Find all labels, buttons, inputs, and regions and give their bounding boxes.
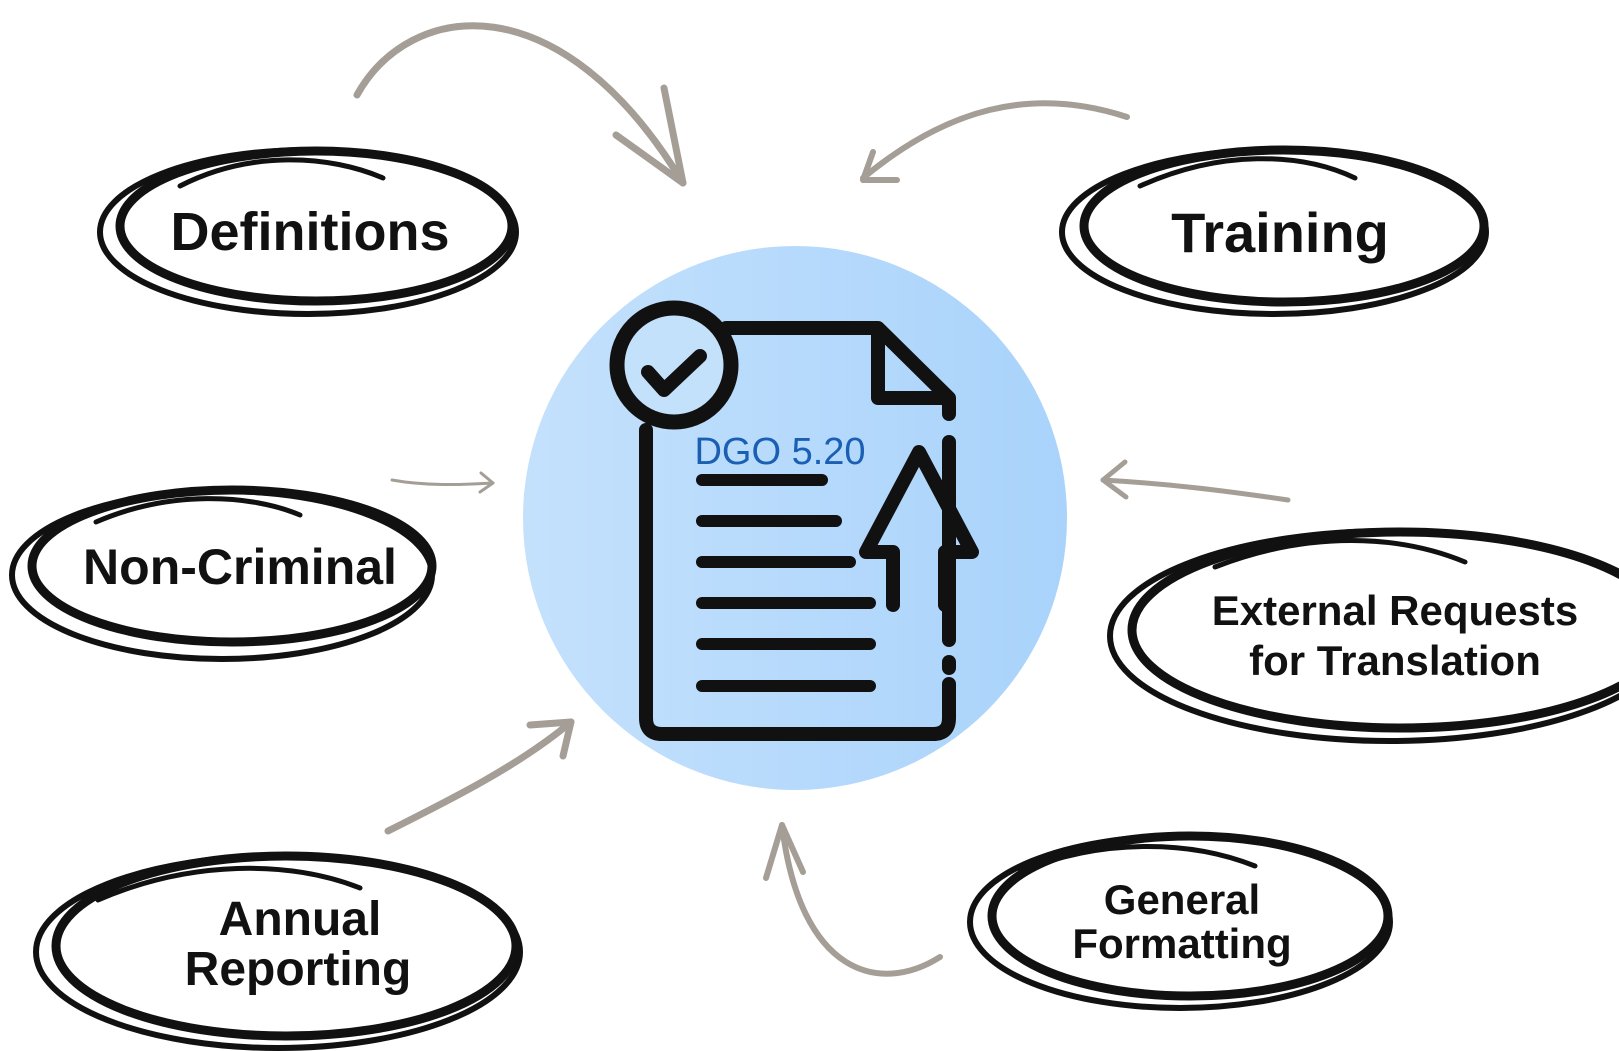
node-general-formatting-label-1: General <box>1104 876 1260 923</box>
center-hub: DGO 5.20 <box>523 246 1067 790</box>
node-definitions-label: Definitions <box>171 202 450 262</box>
arrow-annual-reporting <box>384 718 575 835</box>
node-training-label: Training <box>1171 201 1389 264</box>
node-non-criminal: Non-Criminal <box>9 485 437 662</box>
node-annual-reporting-label-2: Reporting <box>185 943 412 996</box>
node-general-formatting: General Formatting <box>967 831 1393 1011</box>
arrow-training <box>860 100 1130 183</box>
node-definitions: Definitions <box>97 146 519 317</box>
node-external-requests-label: External Requests <box>1212 587 1578 634</box>
node-general-formatting-label-2: Formatting <box>1072 920 1291 967</box>
node-annual-reporting-label-1: Annual <box>219 893 382 946</box>
arrow-definitions <box>353 22 687 187</box>
center-label: DGO 5.20 <box>694 431 865 473</box>
node-training: Training <box>1059 145 1489 317</box>
node-annual-reporting: Annual Reporting <box>33 851 523 1051</box>
document-upload-check-icon <box>609 300 979 741</box>
arrow-external-requests <box>1100 459 1291 503</box>
node-external-requests-label-2: for Translation <box>1249 637 1541 684</box>
arrow-general-formatting <box>763 822 943 977</box>
arrows <box>353 22 1291 977</box>
node-non-criminal-label: Non-Criminal <box>83 539 397 595</box>
arrow-non-criminal <box>390 471 495 494</box>
node-external-requests: External Requests for Translation <box>1107 527 1619 744</box>
